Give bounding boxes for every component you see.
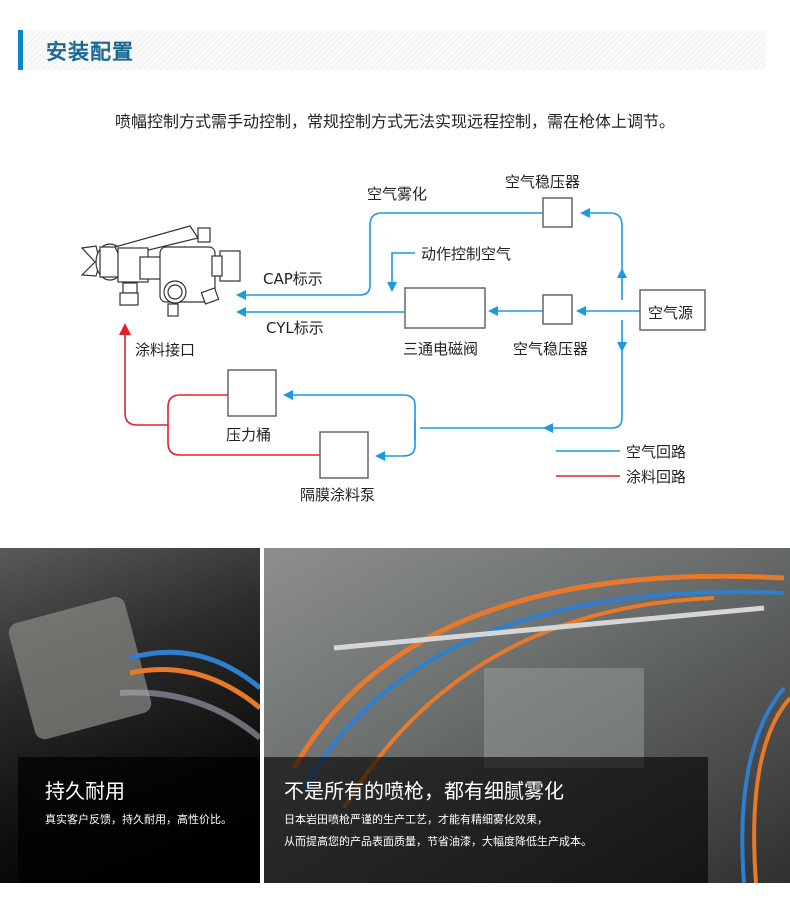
label-air-atomize: 空气雾化 (367, 185, 427, 203)
caption-title: 不是所有的喷枪，都有细腻雾化 (284, 779, 564, 803)
label-pump: 隔膜涂料泵 (300, 486, 375, 504)
pressure-tank-box (227, 369, 277, 417)
label-cap: CAP标示 (263, 270, 323, 288)
caption-line: 从而提高您的产品表面质量，节省油漆，大幅度降低生产成本。 (284, 835, 592, 848)
label-regulator-top: 空气稳压器 (505, 173, 580, 191)
caption-text: 真实客户反馈，持久耐用，高性价比。 (45, 813, 232, 826)
intro-text: 喷幅控制方式需手动控制，常规控制方式无法实现远程控制，需在枪体上调节。 (114, 112, 675, 131)
hoses-illustration (8, 596, 260, 741)
legend-paint: 涂料回路 (626, 468, 686, 486)
hoses-illustration (291, 573, 790, 883)
label-air-source: 空气源 (648, 304, 693, 322)
label-solenoid: 三通电磁阀 (403, 340, 478, 358)
caption-atomization: 不是所有的喷枪，都有细腻雾化 日本岩田喷枪严谨的生产工艺，才能有精细雾化效果， … (264, 757, 708, 883)
air-source-box (639, 289, 706, 331)
legend-air: 空气回路 (626, 443, 686, 461)
caption-title: 持久耐用 (45, 779, 125, 803)
caption-durable: 持久耐用 真实客户反馈，持久耐用，高性价比。 (18, 757, 260, 883)
label-action-air: 动作控制空气 (421, 245, 511, 263)
installation-diagram: 空气雾化 空气稳压器 动作控制空气 CAP标示 CYL标示 涂料接口 三通电磁阀… (80, 173, 706, 504)
label-regulator: 空气稳压器 (513, 340, 588, 358)
accent-bar (18, 30, 23, 70)
section-title: 安装配置 (46, 40, 134, 64)
label-paint-inlet: 涂料接口 (135, 341, 195, 359)
regulator-box (542, 294, 573, 325)
section-header: 安装配置 (18, 30, 766, 70)
pump-box (319, 431, 369, 479)
label-pressure-tank: 压力桶 (226, 426, 271, 444)
caption-text: 日本岩田喷枪严谨的生产工艺，才能有精细雾化效果， 从而提高您的产品表面质量，节省… (284, 809, 592, 853)
caption-line: 日本岩田喷枪严谨的生产工艺，才能有精细雾化效果， (284, 813, 548, 826)
regulator-top-box (542, 197, 573, 228)
spray-gun-icon (80, 225, 241, 317)
label-cyl: CYL标示 (266, 319, 324, 337)
solenoid-box (404, 287, 486, 329)
